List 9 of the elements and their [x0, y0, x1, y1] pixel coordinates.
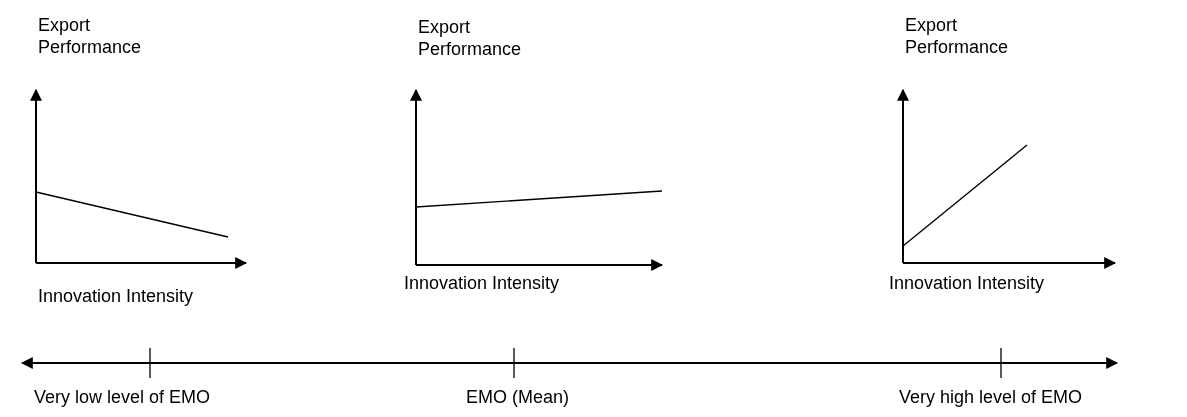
- axis-label: Innovation Intensity: [38, 285, 194, 307]
- scale-label: Very low level of EMO: [34, 386, 211, 408]
- scale-label: EMO (Mean): [466, 386, 570, 408]
- axis-label: Export Performance: [905, 14, 1010, 58]
- axis-label: Innovation Intensity: [404, 272, 560, 294]
- axis-label: Export Performance: [38, 14, 143, 58]
- scale-label: Very high level of EMO: [899, 386, 1083, 408]
- axis-label: Innovation Intensity: [889, 272, 1045, 294]
- axis-label: Export Performance: [418, 16, 523, 60]
